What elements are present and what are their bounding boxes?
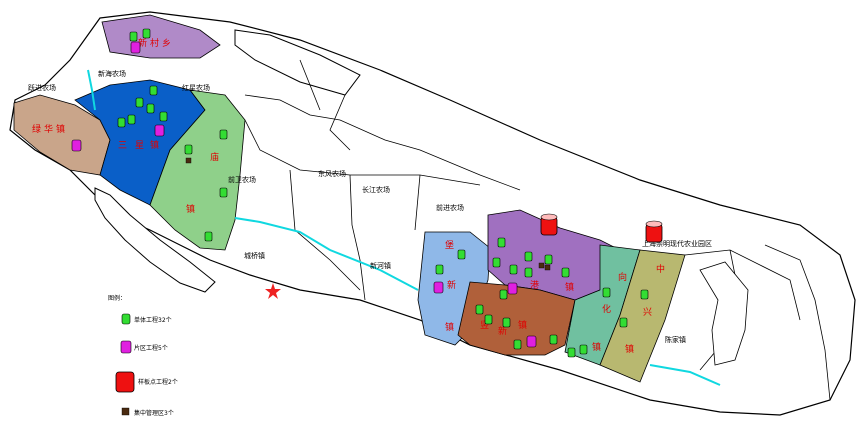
islet-west [94, 187, 216, 293]
legend-item-label: 集中管理区3个 [134, 409, 174, 417]
legend-item-label: 单体工程32个 [134, 316, 172, 324]
zone-label: 镇 [565, 281, 574, 293]
area-markers [71, 41, 537, 348]
zone-label: 村 [150, 37, 159, 49]
zone-label: 绿 [32, 123, 41, 135]
place-label: 跃进农场 [28, 83, 56, 92]
zone-label: 镇 [186, 203, 195, 215]
zone-label: 镇 [445, 321, 454, 333]
management-markers [185, 157, 551, 271]
zone-label: 华 [44, 123, 53, 135]
legend: 图例： 单体工程32个 片区工程5个 样板点工程2个 集中管理区3个 [108, 294, 178, 417]
sample-site [540, 213, 558, 236]
zone-label: 新 [138, 37, 147, 49]
river-middle [234, 217, 419, 291]
zone-label: 向 [618, 271, 627, 283]
zone-zhuqiaozhen [457, 281, 576, 356]
place-label: 前进农场 [436, 203, 464, 212]
place-label: 长江农场 [362, 185, 390, 194]
river-east [649, 364, 721, 386]
zone-label: 乡 [162, 38, 171, 49]
zone-label: 星 [135, 140, 144, 151]
zone-label: 港 [530, 279, 539, 291]
zone-label: 镇 [56, 123, 65, 135]
zone-label: 镇 [150, 139, 159, 151]
zone-label: 化 [602, 303, 611, 315]
zone-label: 三 [118, 141, 127, 151]
place-label: 上海崇明现代农业园区 [642, 239, 712, 248]
place-label: 新海农场 [98, 69, 126, 78]
river-west [87, 69, 96, 111]
county-seat-star [265, 283, 281, 299]
zone-label: 镇 [625, 343, 634, 355]
place-label: 东风农场 [318, 169, 346, 178]
place-label: 红星农场 [182, 83, 210, 92]
legend-item-label: 样板点工程2个 [138, 378, 178, 386]
place-label: 陈家镇 [665, 335, 686, 344]
single-markers [117, 28, 649, 358]
zone-label: 兴 [643, 307, 652, 318]
legend-item-label: 片区工程5个 [134, 344, 168, 352]
place-label: 新河镇 [370, 261, 391, 270]
zone-label: 庙 [210, 151, 219, 163]
zone-label: 中 [656, 263, 665, 275]
east-island [699, 261, 749, 366]
place-label: 前卫农场 [228, 175, 256, 184]
zone-label: 镇 [592, 341, 601, 353]
place-label: 城桥镇 [244, 251, 265, 260]
zone-label: 堡 [445, 239, 454, 251]
legend-title: 图例： [108, 294, 126, 302]
zone-label: 新 [447, 279, 456, 291]
sample-site [645, 220, 663, 243]
zone-label: 新 [498, 325, 507, 337]
zone-label: 镇 [518, 319, 527, 331]
zone-label: 竖 [480, 320, 489, 331]
